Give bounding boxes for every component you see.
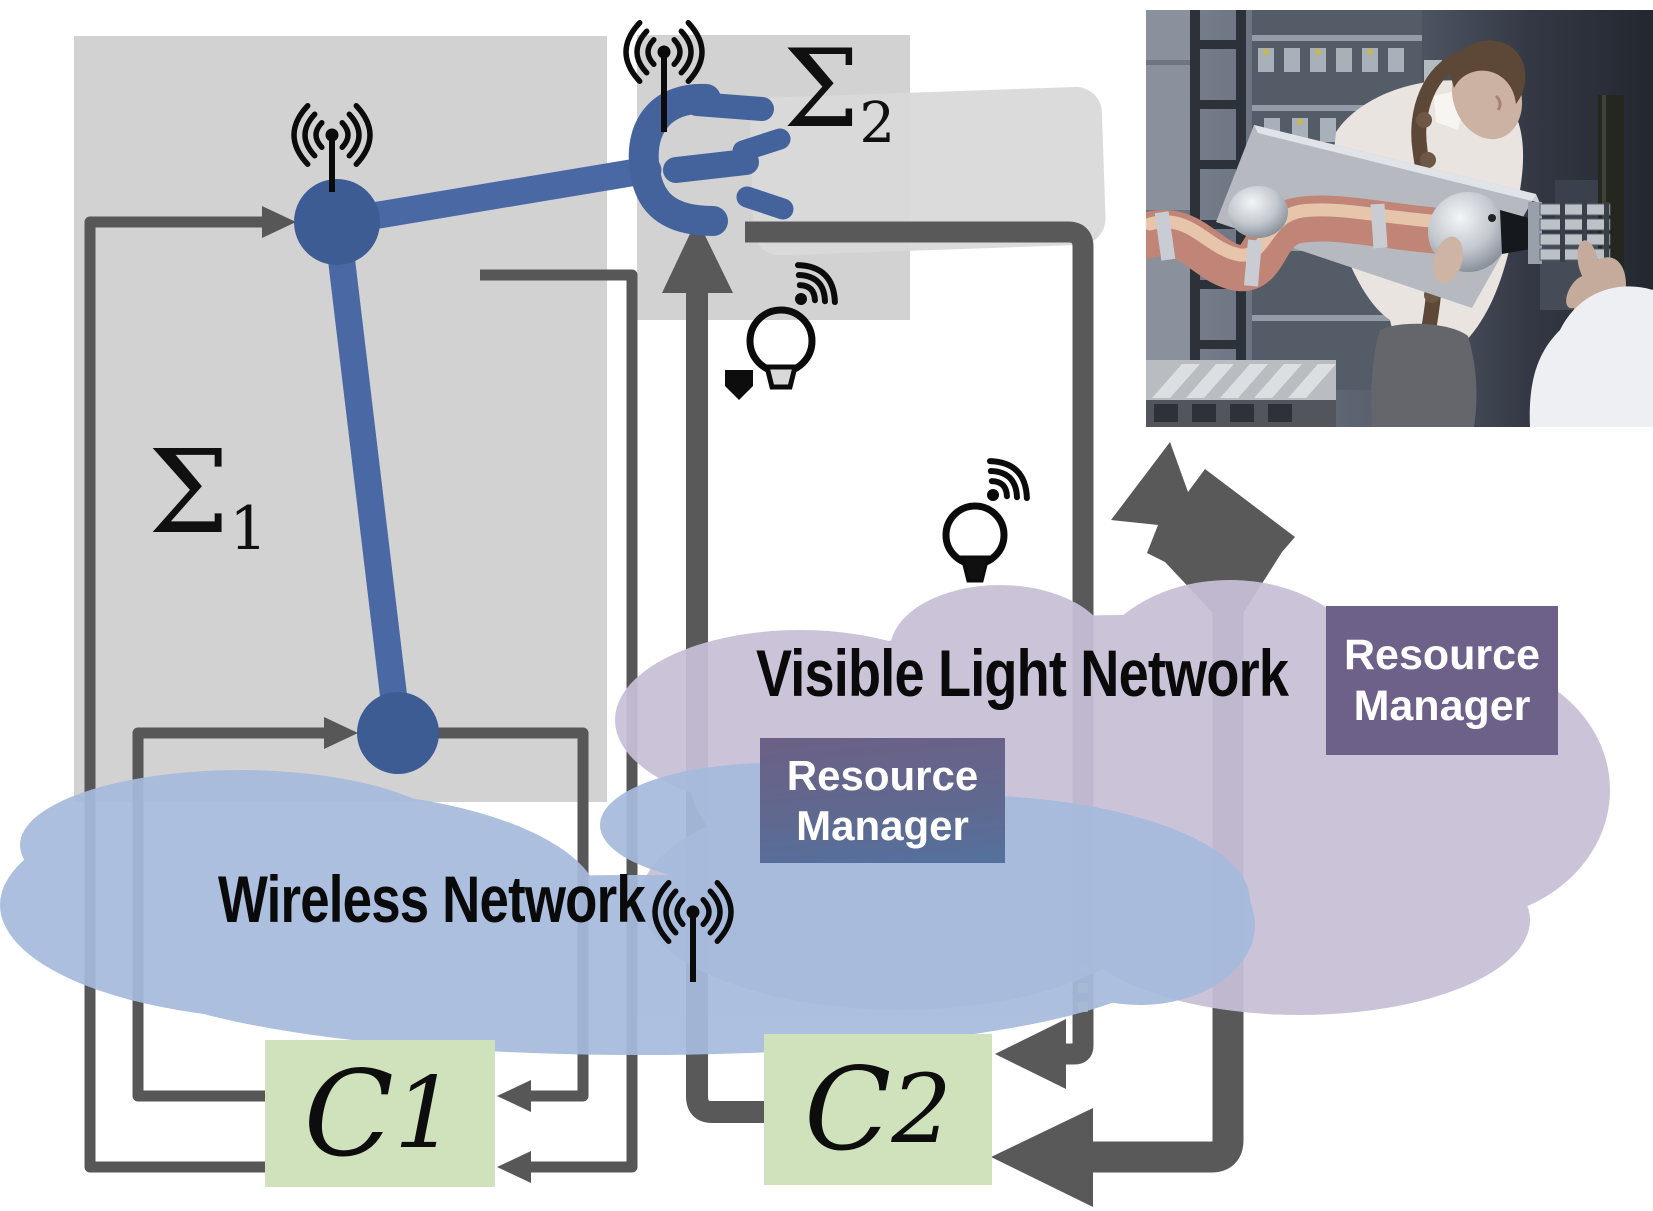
robot-joint-2 xyxy=(357,692,439,774)
led-bulb-icon-top xyxy=(746,257,843,390)
robotic-hand xyxy=(1528,202,1611,264)
plant1-box xyxy=(74,36,607,802)
plant2-label: Σ2 xyxy=(783,27,896,156)
second-person xyxy=(1529,240,1653,427)
arrowhead-into-c2-upper xyxy=(995,1019,1066,1089)
plant1-label: Σ1 xyxy=(148,426,268,564)
rm-wireless-line2: Manager xyxy=(796,801,969,849)
resource-manager-vlc-box: Resource Manager xyxy=(1326,606,1558,755)
wireless-network-label: Wireless Network xyxy=(218,862,646,936)
icon-layer xyxy=(294,23,1035,982)
antenna-icon-plant2 xyxy=(626,23,702,132)
c2-to-gripper-line xyxy=(686,290,764,1123)
rm-vlc-line2: Manager xyxy=(1353,681,1531,730)
robot-link-1 xyxy=(323,156,662,236)
held-sheet xyxy=(750,86,1106,256)
arrowhead-into-c2-lower xyxy=(991,1108,1093,1207)
robot-joint-1 xyxy=(294,179,380,265)
rm-wireless-line1: Resource xyxy=(786,751,979,799)
c1-to-joint1-line xyxy=(84,216,266,1173)
led-bulb-icon-mid xyxy=(942,453,1035,583)
robot-arm xyxy=(294,83,794,774)
arrowhead-into-joint2 xyxy=(324,717,358,749)
arrowhead-into-gripper xyxy=(662,219,733,293)
antenna-icon-wireless xyxy=(655,883,731,982)
photodiode-icon xyxy=(725,370,753,400)
lab-photo xyxy=(1146,10,1653,427)
vlc-network-label: Visible Light Network xyxy=(756,636,1289,710)
photo-robot-arm xyxy=(1146,186,1536,292)
resource-allocation-zigzag-arrow xyxy=(1111,442,1295,612)
rm-vlc-line1: Resource xyxy=(1344,630,1540,679)
robot-link-2 xyxy=(323,208,412,747)
arrowhead-into-c1-lower xyxy=(497,1151,531,1183)
resource-manager-wireless-box: Resource Manager xyxy=(760,738,1005,863)
arrowhead-into-joint1 xyxy=(262,206,296,238)
robot-gripper xyxy=(628,83,794,236)
rm-to-c2-line xyxy=(1093,596,1244,1173)
aluminum-rail xyxy=(1146,360,1336,427)
arrowhead-into-c1-upper xyxy=(497,1080,531,1112)
antenna-icon-joint1 xyxy=(294,106,370,192)
wireless-loop-arrowheads xyxy=(262,206,531,1183)
